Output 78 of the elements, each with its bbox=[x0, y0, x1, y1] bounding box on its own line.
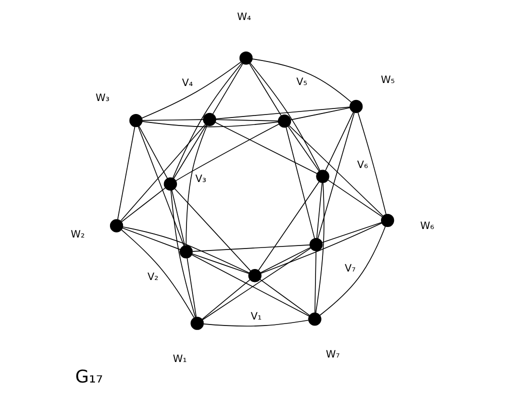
node-label: V₆ bbox=[357, 160, 368, 171]
node-circle bbox=[129, 113, 143, 127]
connector bbox=[288, 124, 384, 216]
connector bbox=[214, 122, 318, 174]
connector bbox=[142, 120, 279, 127]
node-label: W₄ bbox=[237, 12, 252, 23]
connector bbox=[260, 246, 311, 273]
connector bbox=[138, 126, 184, 246]
connector bbox=[186, 124, 208, 246]
connector bbox=[170, 190, 196, 318]
node-label: V₃ bbox=[195, 173, 206, 184]
connector bbox=[288, 126, 320, 172]
node-circle bbox=[380, 213, 394, 227]
connector bbox=[202, 278, 250, 320]
caption: G₁₇ bbox=[75, 367, 103, 388]
connector bbox=[286, 126, 315, 238]
node-circle bbox=[350, 99, 363, 113]
connector bbox=[172, 62, 242, 178]
connector bbox=[121, 229, 195, 318]
connector bbox=[212, 62, 244, 114]
connector bbox=[260, 222, 382, 274]
connector bbox=[174, 188, 251, 271]
connector bbox=[142, 61, 242, 118]
node-label: W₃ bbox=[96, 92, 110, 104]
connector bbox=[317, 112, 355, 238]
connector bbox=[325, 111, 354, 171]
connector bbox=[171, 189, 186, 246]
connector bbox=[191, 254, 310, 316]
connector bbox=[121, 187, 166, 222]
connector bbox=[260, 278, 310, 316]
node-circle bbox=[248, 268, 262, 282]
connector bbox=[186, 257, 197, 317]
connector bbox=[290, 106, 350, 120]
node-label: V₂ bbox=[148, 272, 158, 283]
connector bbox=[252, 58, 352, 102]
connector bbox=[250, 62, 320, 171]
node-label: W₇ bbox=[326, 349, 340, 360]
connector bbox=[117, 126, 136, 220]
connector bbox=[192, 244, 310, 252]
node-circle bbox=[278, 114, 292, 128]
connector bbox=[192, 252, 250, 274]
node-circle bbox=[239, 51, 253, 64]
connector bbox=[316, 182, 323, 238]
node-label: W₆ bbox=[420, 220, 434, 232]
connector bbox=[314, 250, 316, 313]
connector bbox=[248, 62, 282, 116]
connector bbox=[122, 226, 250, 273]
connector bbox=[122, 227, 181, 250]
node-circle bbox=[180, 244, 193, 258]
node-circle bbox=[190, 316, 204, 330]
connector bbox=[358, 112, 386, 214]
connector bbox=[215, 106, 350, 119]
node-circle bbox=[310, 237, 323, 251]
node-circle bbox=[308, 312, 322, 326]
connector bbox=[322, 222, 382, 242]
connector bbox=[173, 124, 207, 178]
connector bbox=[258, 180, 320, 270]
node-circle bbox=[164, 176, 177, 190]
node-label: W₂ bbox=[70, 228, 85, 240]
node-label: W₁ bbox=[172, 354, 187, 365]
connector bbox=[202, 247, 312, 320]
node-label: V₄ bbox=[182, 78, 193, 89]
node-label: V₅ bbox=[296, 76, 308, 88]
connector bbox=[176, 123, 280, 181]
connector bbox=[216, 118, 279, 121]
node-circle bbox=[316, 169, 330, 182]
connector bbox=[315, 182, 324, 313]
node-label: W₅ bbox=[380, 74, 395, 86]
connector bbox=[203, 319, 309, 326]
node-circle bbox=[203, 112, 216, 126]
node-label: V₁ bbox=[250, 311, 262, 322]
connector bbox=[120, 123, 206, 221]
connector bbox=[138, 125, 168, 178]
connector bbox=[328, 179, 383, 217]
connector bbox=[320, 226, 386, 316]
node-circle bbox=[110, 218, 124, 232]
node-label: V₇ bbox=[344, 263, 356, 274]
connector bbox=[142, 118, 204, 120]
